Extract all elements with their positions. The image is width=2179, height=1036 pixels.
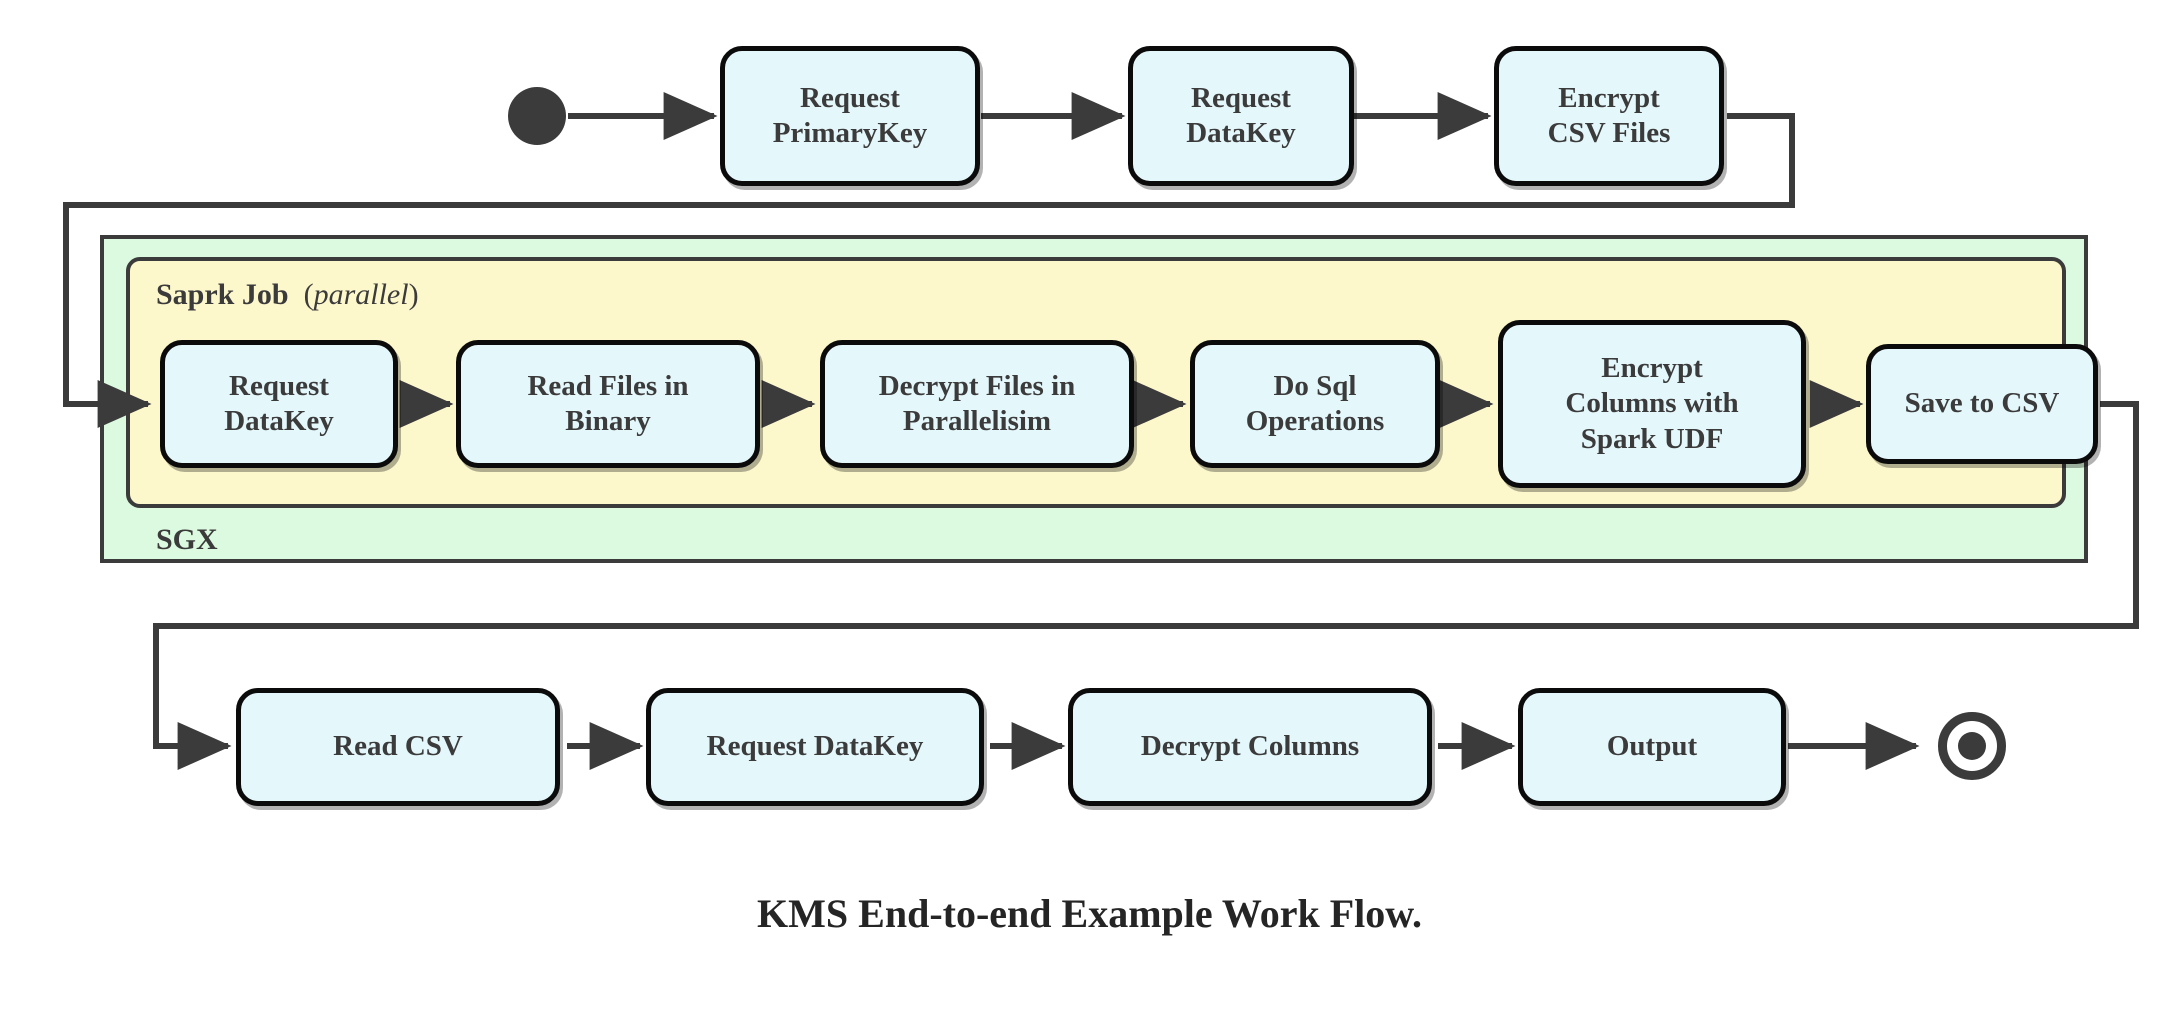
diagram-caption: KMS End-to-end Example Work Flow. [757,891,1422,936]
node-read-csv[interactable]: Read CSV [236,688,560,806]
start-node [508,87,566,145]
node-read-files-in-binary-line-0: Read Files in [527,369,689,402]
node-request-datakey-top-line-0: Request [1191,81,1291,114]
node-read-files-in-binary-line-1: Binary [565,405,651,437]
node-request-primarykey-line-1: PrimaryKey [772,117,928,149]
node-save-to-csv-line-0: Save to CSV [1904,387,2060,420]
node-output-line-0: Output [1606,730,1698,763]
node-request-datakey-bottom-line-0: Request DataKey [706,730,924,763]
node-encrypt-csv-files[interactable]: Encrypt CSV Files [1494,46,1724,186]
node-request-datakey-top[interactable]: Request DataKey [1128,46,1354,186]
node-output[interactable]: Output [1518,688,1786,806]
node-encrypt-csv-files-line-1: CSV Files [1547,117,1671,149]
region-spark-paren-close: ) [408,278,419,311]
node-request-primarykey-line-0: Request [800,81,900,114]
node-request-datakey-spark-line-0: Request [229,369,329,402]
node-do-sql-operations-line-0: Do Sql [1273,369,1357,402]
node-request-datakey-spark[interactable]: Request DataKey [160,340,398,468]
node-encrypt-columns-with-spark-udf-line-0: Encrypt [1601,351,1703,384]
node-encrypt-columns-with-spark-udf-line-1: Columns with [1565,387,1739,420]
node-request-datakey-bottom[interactable]: Request DataKey [646,688,984,806]
node-encrypt-columns-with-spark-udf-line-2: Spark UDF [1580,422,1724,455]
node-read-files-in-binary[interactable]: Read Files in Binary [456,340,760,468]
node-do-sql-operations[interactable]: Do Sql Operations [1190,340,1440,468]
node-decrypt-columns[interactable]: Decrypt Columns [1068,688,1432,806]
node-save-to-csv[interactable]: Save to CSV [1866,344,2098,464]
region-spark-label: Saprk Job (parallel) [156,278,419,312]
node-encrypt-columns-with-spark-udf[interactable]: Encrypt Columns with Spark UDF [1498,320,1806,488]
node-decrypt-files-in-parallelisim-line-1: Parallelisim [902,405,1052,437]
node-request-datakey-top-line-1: DataKey [1186,117,1296,149]
region-sgx-label: SGX [156,523,218,556]
region-spark-label-italic: parallel [313,278,409,311]
region-spark-paren-open: ( [303,278,314,311]
node-decrypt-files-in-parallelisim[interactable]: Decrypt Files in Parallelisim [820,340,1134,468]
node-request-primarykey[interactable]: Request PrimaryKey [720,46,980,186]
node-do-sql-operations-line-1: Operations [1245,405,1385,437]
node-request-datakey-spark-line-1: DataKey [224,405,334,437]
region-spark-label-text: Saprk Job [156,278,289,311]
end-node [1938,712,2006,780]
node-decrypt-columns-line-0: Decrypt Columns [1140,730,1360,763]
node-read-csv-line-0: Read CSV [333,730,463,763]
node-encrypt-csv-files-line-0: Encrypt [1558,81,1660,114]
node-decrypt-files-in-parallelisim-line-0: Decrypt Files in [878,369,1076,402]
end-node-inner-dot [1958,732,1986,760]
